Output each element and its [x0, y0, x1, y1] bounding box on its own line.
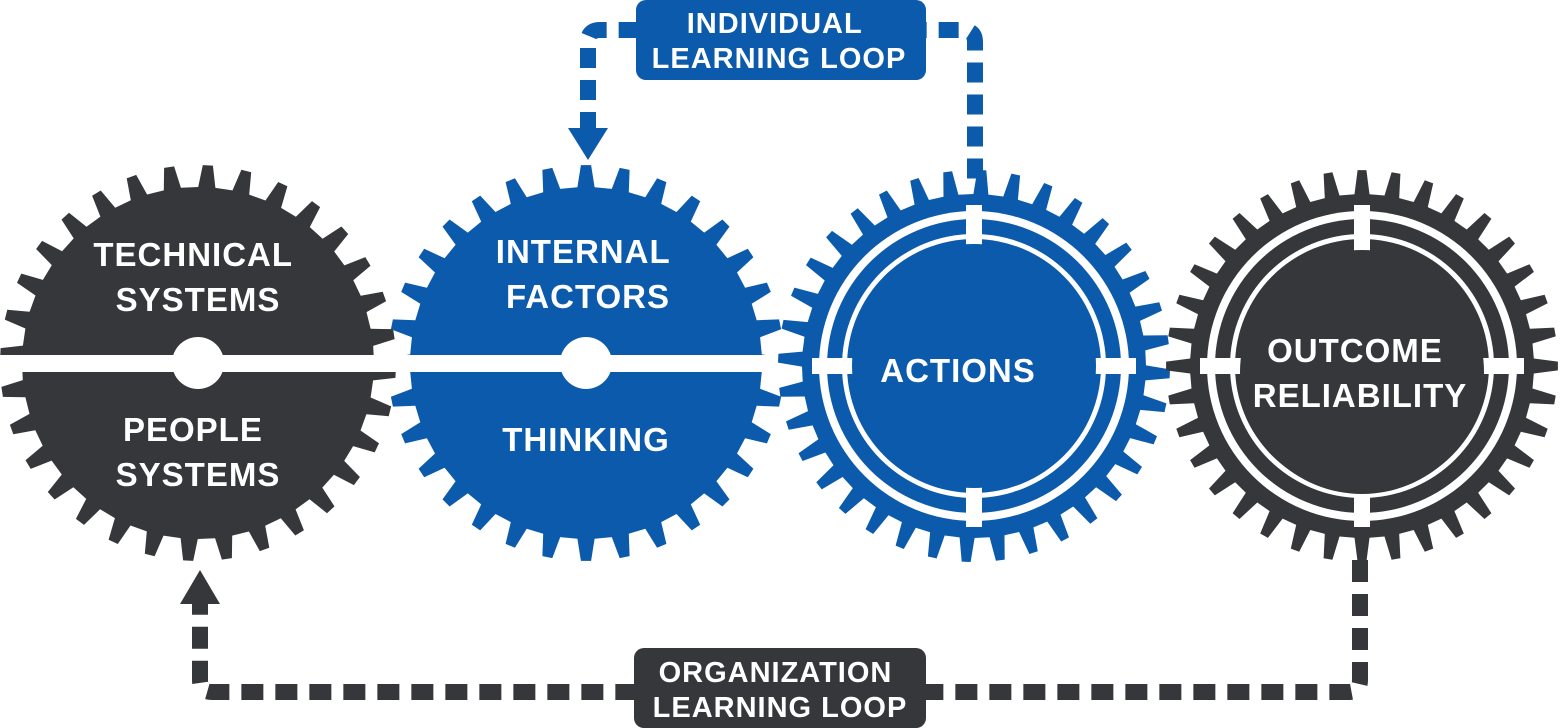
- gear-outcome-label-disc: [1240, 250, 1484, 494]
- gear-internal-factors-thinking: INTERNAL FACTORS THINKING: [388, 165, 790, 561]
- individual-loop-label-line1: INDIVIDUAL: [687, 8, 862, 40]
- svg-text:ORGANIZATION LEARNING LO: ORGANIZATION LEARNING LOOP: [653, 657, 908, 724]
- organization-loop-label-box: [634, 648, 926, 728]
- gear-internal-label-line1: INTERNAL: [496, 233, 670, 270]
- gear-actions-label: ACTIONS: [880, 352, 1036, 389]
- svg-text:OUTCOME RELIABILITY: OUTCOME RELIABILITY: [1253, 332, 1468, 414]
- svg-text:INDIVIDUAL LEARNING LOOP: INDIVIDUAL LEARNING LOOP: [652, 8, 907, 75]
- gear-thinking-label: THINKING: [502, 421, 670, 458]
- svg-text:THINKING: THINKING: [502, 421, 670, 458]
- individual-loop-label-line2: LEARNING LOOP: [652, 43, 907, 75]
- gear-actions-label-disc: [852, 244, 1096, 488]
- gear-outcome-reliability: OUTCOME RELIABILITY: [1166, 170, 1558, 562]
- organization-loop-arrowhead: [180, 570, 220, 604]
- gear-technical-people-hub: [172, 337, 224, 389]
- gear-outcome-label-line1: OUTCOME: [1267, 332, 1443, 369]
- organization-loop-label-line2: LEARNING LOOP: [653, 692, 908, 724]
- svg-text:TECHNICAL SYSTEMS: TECHNICAL SYSTEMS: [93, 236, 302, 318]
- organization-learning-loop: ORGANIZATION LEARNING LOOP: [180, 560, 1368, 728]
- organization-loop-label-line1: ORGANIZATION: [659, 657, 893, 689]
- gear-internal-thinking-hub: [560, 337, 612, 389]
- svg-text:ACTIONS: ACTIONS: [880, 352, 1036, 389]
- svg-text:PEOPLE SYSTEMS: PEOPLE SYSTEMS: [116, 411, 281, 493]
- gear-actions: ACTIONS: [778, 170, 1170, 562]
- gear-technical-people-systems: TECHNICAL SYSTEMS PEOPLE SYSTEMS: [0, 165, 400, 561]
- individual-loop-arrowhead: [568, 128, 608, 160]
- gear-technical-label-line2: SYSTEMS: [116, 281, 281, 318]
- gear-people-label-line2: SYSTEMS: [116, 456, 281, 493]
- individual-learning-loop: INDIVIDUAL LEARNING LOOP: [568, 0, 983, 188]
- gear-outcome-label-line2: RELIABILITY: [1253, 377, 1468, 414]
- svg-text:INTERNAL FACTORS: INTERNAL FACTORS: [496, 233, 680, 315]
- gear-internal-label-line2: FACTORS: [506, 278, 670, 315]
- gear-people-label-line1: PEOPLE: [123, 411, 263, 448]
- gear-technical-label-line1: TECHNICAL: [93, 236, 292, 273]
- individual-loop-label-box: [636, 0, 926, 80]
